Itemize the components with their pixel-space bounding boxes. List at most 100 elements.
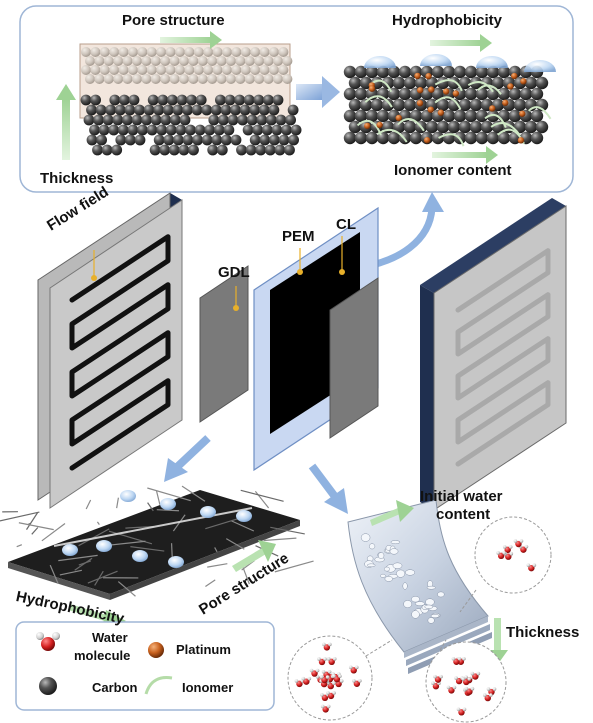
pore-ball-carbon (108, 124, 120, 136)
water-molecule-oxygen (353, 680, 361, 687)
platinum-particle (414, 72, 421, 80)
catalyst-carbon-ball (420, 109, 434, 123)
pore-ball-light (146, 65, 157, 75)
water-molecule-hydrogen (326, 704, 331, 709)
carbon-fiber (18, 522, 54, 531)
catalyst-carbon-ball (458, 98, 472, 112)
pore-ball-light (103, 74, 114, 84)
platinum-particle (519, 110, 526, 117)
pore-ball-carbon (172, 104, 184, 116)
pore-ball-carbon (150, 114, 162, 126)
carbon-fiber (274, 560, 314, 573)
pore-ball-carbon (259, 134, 271, 146)
water-molecule-hydrogen (482, 693, 487, 697)
pore-ball-carbon (165, 124, 177, 136)
platinum-particle (511, 72, 518, 80)
membrane-bubble (414, 601, 425, 606)
water-molecule-oxygen (327, 692, 335, 700)
catalyst-carbon-ball (381, 98, 395, 112)
pore-ball-carbon (137, 124, 148, 136)
pore-ball-light (203, 47, 214, 57)
carbon-fiber (242, 567, 250, 585)
water-molecule-hydrogen (526, 563, 531, 567)
pore-ball-light (122, 56, 133, 66)
ionomer-strand (477, 84, 502, 95)
pore-ball-carbon (143, 104, 155, 116)
pore-ball-carbon (191, 104, 203, 116)
water-molecule-oxygen (296, 680, 303, 688)
water-molecule-hydrogen (309, 668, 314, 673)
hydrophobicity-arrow-top (430, 34, 492, 52)
pore-ball-carbon (124, 134, 136, 146)
pore-ball-light (235, 74, 246, 84)
pore-ball-carbon (243, 94, 255, 106)
carbon-fiber (181, 485, 206, 502)
water-molecule-hydrogen (457, 656, 462, 661)
catalyst-carbon-ball (398, 87, 412, 101)
catalyst-carbon-ball (343, 109, 357, 123)
pore-ball-light (278, 47, 289, 57)
pore-ball-light (250, 65, 261, 75)
platinum-particle (507, 83, 514, 90)
pore-ball-light (226, 74, 236, 84)
pore-ball-light (85, 74, 95, 84)
pore-ball-carbon (192, 134, 204, 146)
catalyst-carbon-ball (359, 98, 373, 112)
pore-ball-light (118, 47, 129, 57)
pore-ball-light (175, 47, 185, 57)
pore-ball-carbon (92, 144, 103, 156)
pore-ball-light (207, 74, 218, 84)
carbon-fiber (147, 502, 154, 512)
pore-ball-carbon (162, 104, 174, 116)
carbon-fiber (31, 527, 39, 535)
water-molecule-oxygen (432, 683, 440, 690)
pore-ball-light (179, 74, 189, 84)
pore-ball-light (188, 74, 199, 84)
water-molecule-oxygen (484, 694, 491, 702)
catalyst-carbon-ball (469, 120, 483, 134)
label-membrane-thickness: Thickness (506, 624, 580, 641)
water-molecule-hydrogen (332, 674, 336, 678)
catalyst-carbon-ball (354, 87, 368, 101)
pore-ball-carbon (90, 94, 101, 106)
water-molecule-oxygen (505, 553, 512, 560)
pore-ball-carbon (216, 144, 228, 156)
catalyst-carbon-ball (343, 131, 357, 145)
pore-ball-light (109, 65, 120, 75)
carbon-fiber (58, 554, 98, 562)
pore-structure-arrow-top (160, 31, 222, 49)
pore-ball-carbon (274, 144, 286, 156)
water-molecule-hydrogen (319, 675, 324, 679)
pore-ball-carbon (89, 124, 100, 136)
catalyst-carbon-ball (497, 131, 511, 145)
catalyst-carbon-ball (453, 109, 467, 123)
pore-ball-carbon (185, 124, 196, 136)
water-molecule-hydrogen (456, 707, 461, 712)
pore-ball-carbon (215, 94, 226, 106)
water-molecule-oxygen (448, 687, 455, 694)
pore-ball-carbon (253, 94, 265, 106)
flow-field-marker (91, 275, 97, 281)
pore-ball-carbon (128, 94, 140, 106)
gdl-water-droplet (120, 490, 136, 502)
water-molecule-hydrogen (317, 657, 321, 661)
membrane-bubble (396, 569, 406, 578)
gdl-water-droplet (62, 544, 78, 556)
pore-ball-carbon (182, 134, 194, 146)
pore-ball-light (278, 65, 289, 75)
water-molecule-hydrogen (486, 687, 491, 691)
membrane-bubble (411, 610, 420, 619)
water-droplet (524, 60, 556, 72)
pore-ball-carbon (95, 104, 107, 116)
catalyst-carbon-ball (354, 131, 368, 145)
pore-ball-carbon (111, 144, 123, 156)
pore-ball-carbon (266, 114, 277, 126)
pore-ball-carbon (98, 124, 110, 136)
pore-ball-light (282, 56, 293, 66)
pore-ball-light (141, 74, 152, 84)
pore-ball-carbon (210, 104, 222, 116)
catalyst-carbon-ball (431, 87, 445, 101)
pore-ball-carbon (186, 94, 198, 106)
pore-ball-light (169, 74, 180, 84)
pore-ball-carbon (224, 94, 236, 106)
